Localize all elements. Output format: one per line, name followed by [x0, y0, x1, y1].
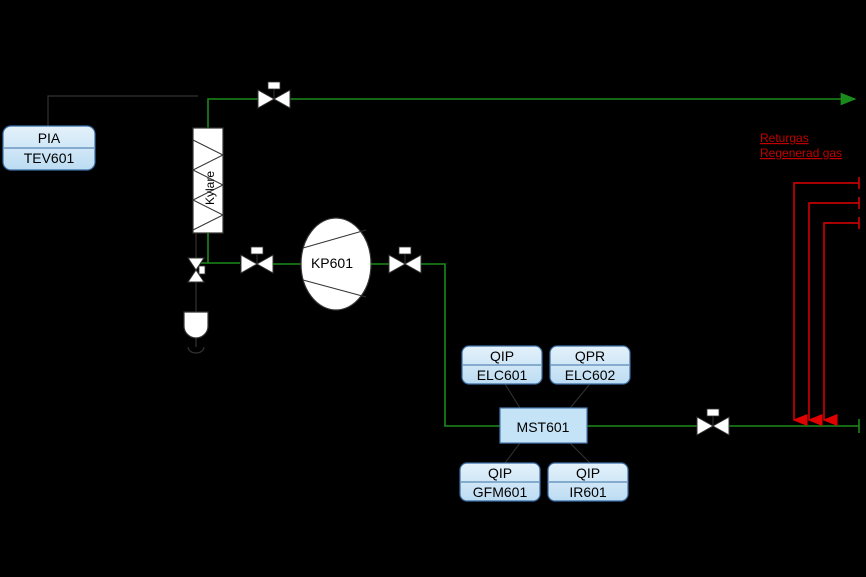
label-rv601: RV601: [690, 445, 727, 459]
valve-rv601[interactable]: [696, 408, 730, 436]
diagram-title: Område 6, del 600: [18, 6, 175, 27]
valve-rv602[interactable]: [388, 246, 422, 274]
gfm601-top-text: QIP: [488, 465, 512, 481]
valve-rv604[interactable]: [187, 257, 206, 283]
valve-rv603[interactable]: [240, 246, 274, 274]
pia-top-text: PIA: [38, 130, 61, 146]
trap-kf601[interactable]: [183, 311, 209, 354]
label-inkommande-1: Inkommande: [766, 444, 836, 458]
label-regenererad-2: från del 620: [760, 161, 824, 175]
ir601-top-text: QIP: [576, 465, 600, 481]
label-kompressor-2: 10 bar: [305, 183, 339, 197]
compressor-kp601[interactable]: KP601: [300, 217, 372, 311]
label-kompressor-1: Kompressor: [305, 169, 370, 183]
pipe-rv602-to-mst601: [421, 263, 500, 427]
label-rv605: RV605: [250, 63, 287, 77]
instrument-qip-elc601[interactable]: QIP ELC601: [461, 345, 543, 385]
valve-rv605[interactable]: [257, 81, 291, 109]
signal-line-pia: [47, 95, 198, 126]
label-rv604: RV604: [130, 263, 167, 277]
kp601-text: KP601: [311, 255, 353, 271]
outgoing-pipe: [207, 92, 857, 128]
instrument-pia-tev601[interactable]: PIA TEV601: [2, 125, 96, 171]
mst601-text: MST601: [517, 419, 570, 435]
label-kyl601: KYL601: [128, 173, 171, 187]
label-kf601: KF601: [130, 316, 166, 330]
elc601-top-text: QIP: [490, 348, 514, 364]
label-rv602: RV602: [386, 278, 423, 292]
instrument-qpr-elc602[interactable]: QPR ELC602: [549, 345, 631, 385]
ir601-bottom-text: IR601: [569, 484, 607, 500]
label-utgaende-1: Utgående till: [756, 51, 823, 65]
instrument-qip-ir601[interactable]: QIP IR601: [547, 462, 629, 502]
label-returgas: Returgas: [760, 131, 809, 145]
elc602-top-text: QPR: [575, 348, 605, 364]
instrument-links: [504, 383, 591, 464]
label-utgaende-2: del 610: [756, 66, 796, 80]
label-inkommande-2: från gaslager: [766, 458, 836, 472]
gfm601-bottom-text: GFM601: [473, 484, 528, 500]
return-gas-lines: [792, 177, 860, 426]
kylare-text: Kylare: [203, 171, 217, 205]
elc602-bottom-text: ELC602: [565, 367, 616, 383]
instrument-qip-gfm601[interactable]: QIP GFM601: [459, 462, 541, 502]
box-mst601[interactable]: MST601: [499, 407, 588, 444]
elc601-bottom-text: ELC601: [477, 367, 528, 383]
pia-bottom-text: TEV601: [24, 150, 75, 166]
label-rv603: RV603: [234, 282, 271, 296]
label-regenererad-1: Regenerad gas: [760, 146, 842, 160]
cooler-kyl601[interactable]: Kylare: [191, 127, 225, 234]
